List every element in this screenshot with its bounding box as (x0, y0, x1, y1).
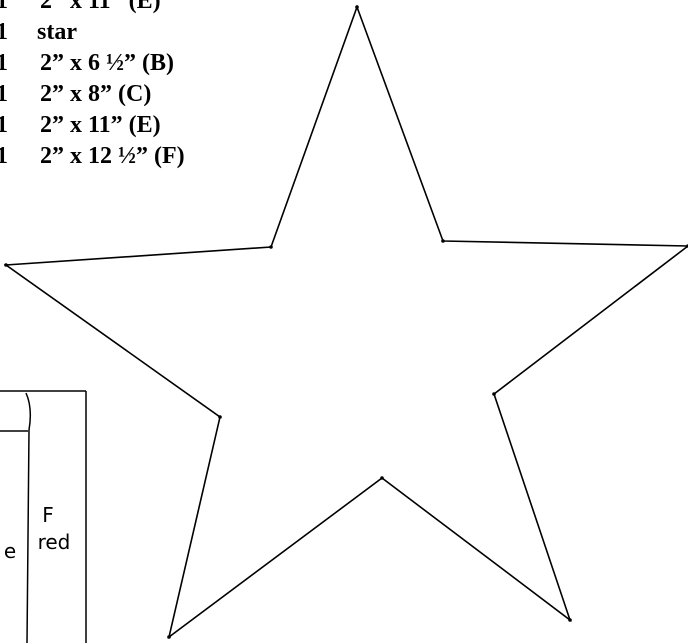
star-template-outline (3, 4, 688, 639)
star-vertex-dots (4, 5, 688, 639)
cut-row-e: 1 2” x 11” (E) (0, 110, 260, 141)
cut-row-b: 1 2” x 6 ½” (B) (0, 48, 260, 79)
cut-row-f: 1 2” x 12 ½” (F) (0, 141, 260, 172)
cut-quantity: 1 (0, 0, 8, 14)
cut-row-c: 1 2” x 8” (C) (0, 79, 260, 110)
cut-size: 2” x 11” (E) (40, 0, 161, 14)
partial-color-label: e (4, 539, 16, 563)
cutting-list: 1 2” x 11” (E) 1 star 1 2” x 6 ½” (B) 1 … (0, 0, 260, 172)
cut-size: 2” x 6 ½” (B) (40, 50, 174, 76)
cut-size: 2” x 12 ½” (F) (40, 143, 185, 169)
cut-size: star (37, 19, 77, 45)
strip-f-label: F (42, 503, 54, 527)
cut-size: 2” x 11” (E) (40, 112, 161, 138)
strip-f-divider (25, 392, 31, 643)
strip-f-color: red (38, 530, 71, 554)
cut-row-e-top: 1 2” x 11” (E) (0, 0, 260, 17)
cut-quantity: 1 (0, 143, 8, 169)
cut-quantity: 1 (0, 81, 8, 107)
cut-quantity: 1 (0, 112, 8, 138)
cut-quantity: 1 (0, 19, 8, 45)
cut-row-star: 1 star (0, 17, 260, 48)
cut-quantity: 1 (0, 50, 8, 76)
cut-size: 2” x 8” (C) (40, 81, 152, 107)
block-layout-diagram (0, 390, 87, 643)
